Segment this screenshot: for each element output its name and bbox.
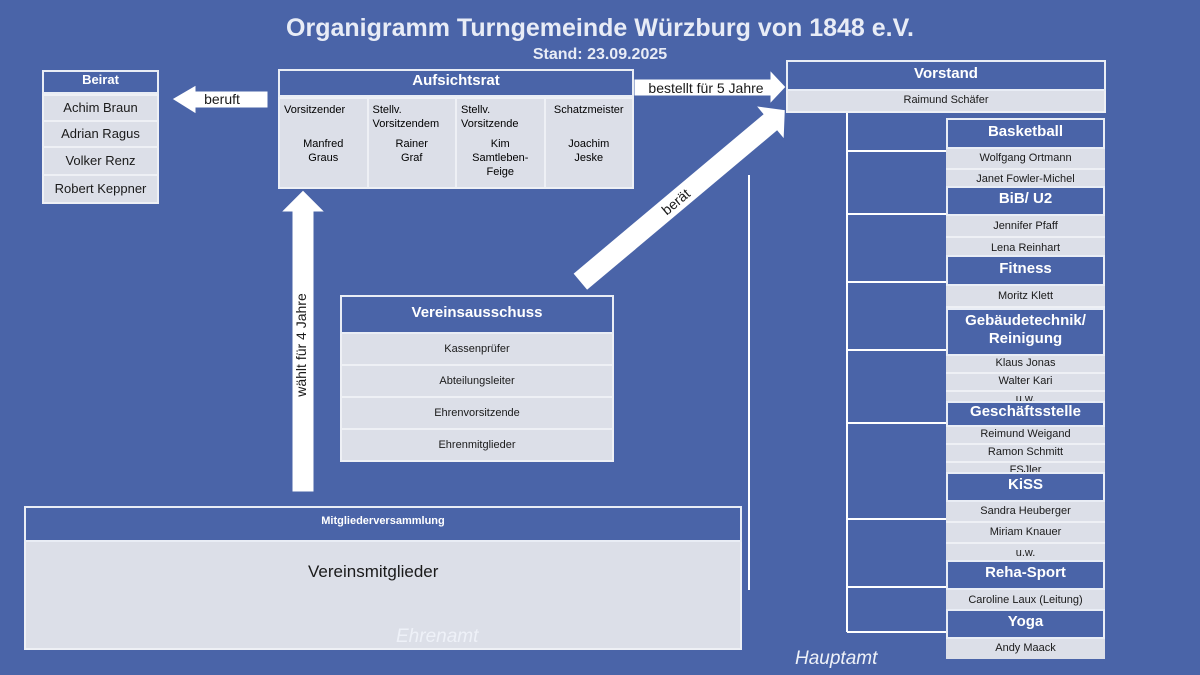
beruft-arrow [171,84,269,115]
dept-geschaeftsstelle: Geschäftsstelle Reimund Weigand Ramon Sc… [946,401,1105,481]
dept-header: Reha-Sport [946,560,1105,590]
dept-kiss: KiSS Sandra Heuberger Miriam Knauer u.w. [946,472,1105,565]
beirat-header: Beirat [42,70,159,94]
aufsichtsrat-column: Schatzmeister Joachim Jeske [546,99,633,187]
aufsichtsrat-column: Vorsitzender Manfred Graus [280,99,369,187]
dept-member: Ramon Schmitt [946,445,1105,463]
role-label: Stellv. Vorsitzende [461,104,519,130]
role-label: Schatzmeister [553,104,624,116]
dept-member: Jennifer Pfaff [946,216,1105,238]
dept-member: Walter Kari [946,374,1105,392]
dept-header: KiSS [946,472,1105,502]
dept-header: Gebäudetechnik/ Reinigung [946,308,1105,356]
hauptamt-label: Hauptamt [795,648,878,669]
vorstand-header: Vorstand [786,60,1106,91]
dept-member: Klaus Jonas [946,356,1105,374]
mitglieder-body: Vereinsmitglieder [24,542,742,650]
vereinsausschuss-header: Vereinsausschuss [340,295,614,334]
beirat-member: Volker Renz [44,148,157,176]
vorstand-box: Vorstand Raimund Schäfer [786,60,1106,113]
ausschuss-item: Abteilungsleiter [342,366,612,398]
aufsichtsrat-header: Aufsichtsrat [278,69,634,97]
ausschuss-item: Kassenprüfer [342,334,612,366]
beirat-box: Beirat Achim Braun Adrian Ragus Volker R… [42,70,159,204]
dept-reha-sport: Reha-Sport Caroline Laux (Leitung) [946,560,1105,613]
dept-yoga: Yoga Andy Maack [946,609,1105,659]
page-subtitle: Stand: 23.09.2025 [532,46,668,63]
beraet-arrow [572,105,786,292]
page-title: Organigramm Turngemeinde Würzburg von 18… [286,14,914,42]
beirat-member: Robert Keppner [44,176,157,202]
role-label: Stellv. Vorsitzendem [372,104,440,130]
beirat-member: Adrian Ragus [44,122,157,148]
aufsichtsrat-column: Stellv. Vorsitzendem Rainer Graf [369,99,457,187]
ausschuss-item: Ehrenvorsitzende [342,398,612,430]
dept-member: Miriam Knauer [946,523,1105,544]
ehrenamt-label: Ehrenamt [396,626,479,647]
waehlt-arrow [279,189,327,493]
bestellt-arrow [633,68,787,106]
dept-gebaeudetechnik: Gebäudetechnik/ Reinigung Klaus Jonas Wa… [946,308,1105,410]
role-label: Vorsitzender [284,104,346,116]
aufsichtsrat-box: Aufsichtsrat Vorsitzender Manfred Graus … [278,69,634,189]
aufsichtsrat-column: Stellv. Vorsitzende Kim Samtleben-Feige [457,99,546,187]
waehlt-label: wählt für 4 Jahre [293,293,309,398]
dept-member: Sandra Heuberger [946,502,1105,523]
dept-member: Andy Maack [946,639,1105,659]
person-name: Manfred Graus [303,138,344,164]
bestellt-label: bestellt für 5 Jahre [648,80,763,96]
vereinsausschuss-box: Vereinsausschuss Kassenprüfer Abteilungs… [340,295,614,462]
dept-bib: BiB/ U2 Jennifer Pfaff Lena Reinhart [946,186,1105,260]
dept-header: Basketball [946,118,1105,149]
dept-header: Geschäftsstelle [946,401,1105,427]
person-name: Kim Samtleben-Feige [472,138,529,178]
dept-header: Fitness [946,255,1105,286]
mitglieder-box: Mitgliederversammlung Vereinsmitglieder [24,506,742,650]
person-name: Rainer Graf [395,138,428,164]
mitglieder-header: Mitgliederversammlung [24,506,742,542]
dept-header: BiB/ U2 [946,186,1105,216]
dept-member: Wolfgang Ortmann [946,149,1105,170]
person-name: Joachim Jeske [568,138,610,164]
dept-member: Moritz Klett [946,286,1105,308]
ausschuss-item: Ehrenmitglieder [342,430,612,460]
dept-basketball: Basketball Wolfgang Ortmann Janet Fowler… [946,118,1105,191]
beruft-label: beruft [204,91,240,107]
beirat-member: Achim Braun [44,96,157,122]
dept-fitness: Fitness Moritz Klett [946,255,1105,308]
dept-header: Yoga [946,609,1105,639]
vorstand-name: Raimund Schäfer [786,91,1106,113]
dept-member: Reimund Weigand [946,427,1105,445]
